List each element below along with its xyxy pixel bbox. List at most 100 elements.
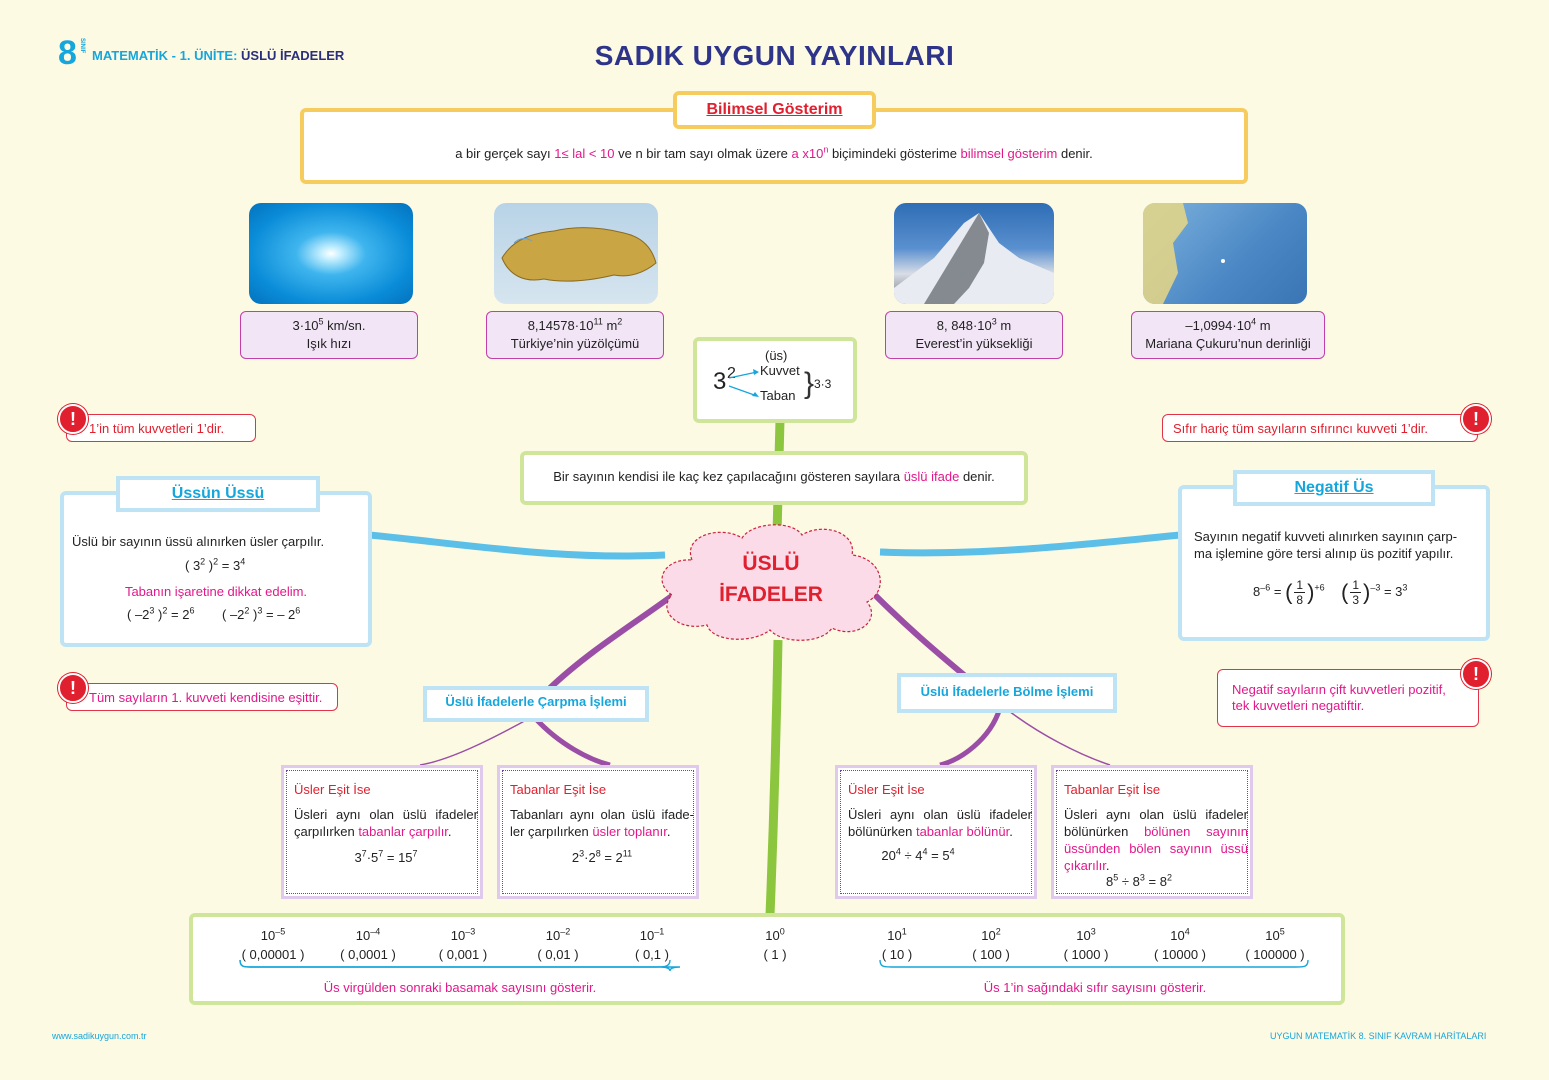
scale-power: 103 [1076,926,1096,943]
rule-highlight: bölünen sayının üssünden bölen sayının ü… [1064,824,1248,873]
branch-r1 [419,717,531,766]
negatif-us-box [1178,485,1490,641]
formula-negative-odd: ( –22 )3 = – 26 [222,605,301,622]
rule-body: Üsleri aynı olan üslü ifadeler bölünürke… [848,806,1032,840]
scale-item: 105( 100000 ) [1230,926,1320,964]
definition-term: üslü ifade [903,469,960,484]
scale-item: 101( 10 ) [852,926,942,964]
unit-title: MATEMATİK - 1. ÜNİTE: ÜSLÜ İFADELER [92,48,344,63]
example-label: Everest’in yüksekliği [915,336,1033,351]
ussun-ussu-box [60,491,372,647]
scale-power: 10–2 [545,926,571,943]
grade-label: SINIF [79,38,85,54]
ussun-ussu-rule: Üslü bir sayının üssü alınırken üsler ça… [72,534,325,549]
exclamation-icon: ! [58,673,88,703]
exclamation-icon: ! [58,404,88,434]
scale-item: 10–3 ( 0,001 ) [418,926,508,964]
rule-end: . [1105,858,1110,873]
mariana-map-image [1143,203,1307,304]
definition-t1: Bir sayının kendisi ile kaç kez çapılaca… [553,469,904,484]
turkey-map-shape [501,227,657,282]
scale-decimal: ( 0,001 ) [438,947,488,962]
negatif-us-rule: Sayının negatif kuvveti alınırken sayını… [1194,529,1458,561]
example-label: Işık hızı [306,336,352,351]
rule-formula: 23·28 = 211 [571,848,633,865]
rule-title: Üsler Eşit İse [848,782,925,797]
example-unit: m [996,318,1012,333]
example-value: 3·10 [292,318,319,333]
bolme-title-box [897,673,1117,713]
branch-bolme [872,592,972,683]
mountain-shape [894,213,1054,304]
example-exp: 11 [593,316,603,327]
central-title-line2: İFADELER [719,583,823,606]
scale-power: 105 [1265,926,1285,943]
example-value: 8,14578·10 [527,318,594,333]
bilimsel-t4-sup: n [823,144,829,155]
example-value: 8, 848·10 [936,318,992,333]
central-cloud [661,524,881,641]
definition-text: Bir sayının kendisi ile kaç kez çapılaca… [520,469,1028,484]
rule-text: Üsleri aynı olan üslü ifadeler çarpılırk… [294,807,478,839]
example-card-light: 3·105 km/sn.Işık hızı [240,311,418,359]
example-exp: 4 [1251,316,1257,327]
rule-highlight: tabanlar bölünür [915,824,1010,839]
example-value: –1,0994·10 [1185,318,1252,333]
rule-title: Üsler Eşit İse [294,782,371,797]
rule-box-carpma-taban: Tabanlar Eşit İse Tabanları aynı olan üs… [497,765,699,899]
branch-carpma [547,587,682,691]
exclamation-icon: ! [1461,659,1491,689]
rule-formula: 37·57 = 157 [354,848,418,865]
footer-url: www.sadikuygun.com.tr [52,1031,147,1041]
branch-right [879,531,1181,557]
definition-box [520,451,1028,505]
scale-decimal: ( 10000 ) [1153,947,1207,962]
scale-power: 10–5 [260,926,286,943]
carpma-title-box [423,686,649,722]
warning-4-line2: tek kuvvetleri negatiftir. [1232,698,1365,713]
formula-negative-even: ( –23 )2 = 26 [127,605,195,622]
rule-end: . [1009,824,1013,839]
bolme-title: Üslü İfadelerle Bölme İşlemi [920,684,1094,699]
rule-box-bolme-us: Üsler Eşit İse Üsleri aynı olan üslü ifa… [835,765,1037,899]
scale-item: 103( 1000 ) [1041,926,1131,964]
carpma-title: Üslü İfadelerle Çarpma İşlemi [445,694,627,709]
scale-item: 102 ( 100 ) [946,926,1036,964]
everest-image [894,203,1054,304]
example-label: Mariana Çukuru’nun derinliği [1145,336,1311,351]
scale-decimal: ( 100 ) [972,947,1010,962]
example-exp: 5 [318,316,324,327]
branch-r2 [533,716,611,768]
scale-power: 10–4 [355,926,381,943]
bilimsel-t4: a x10 [791,146,824,161]
branch-r3 [939,707,1003,768]
scale-power: 10–3 [450,926,476,943]
scale-item: 10–2( 0,01 ) [513,926,603,964]
rule-end: . [666,824,671,839]
scale-power: 100 [765,926,785,943]
scale-decimal: ( 0,0001 ) [340,947,396,962]
branch-r4 [1004,707,1111,766]
bilimsel-title: Bilimsel Gösterim [673,91,876,129]
rule-box-bolme-taban: Tabanlar Eşit İse Üsleri aynı olan üslü … [1051,765,1253,899]
scale-item: 10–1( 0,1 ) [607,926,697,964]
warning-box-3: Tüm sayıların 1. kuvveti kendisine eşitt… [66,683,338,711]
power-exponent: 2 [727,365,736,382]
scale-power: 10–1 [639,926,665,943]
rule-body: Üsleri aynı olan üslü ifadeler çarpılırk… [294,806,478,840]
scale-braces [239,960,1309,972]
definition-t3: denir. [959,469,995,484]
branch-left [369,531,666,560]
power-anatomy-box [693,337,857,423]
scale-power: 104 [1170,926,1190,943]
bilimsel-definition: a bir gerçek sayı 1≤ lal < 10 ve n bir t… [300,144,1248,161]
scale-power: 102 [981,926,1001,943]
rule-highlight: üsler toplanır [592,824,667,839]
page-title: SADIK UYGUN YAYINLARI [594,40,955,71]
